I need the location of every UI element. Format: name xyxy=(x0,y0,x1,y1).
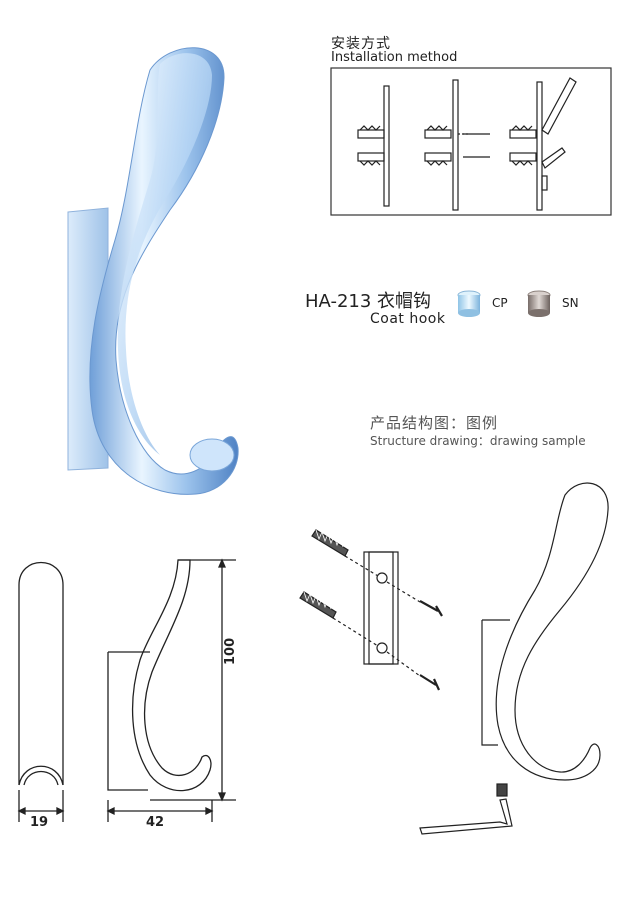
finish-swatches xyxy=(457,290,551,317)
hook-outline-drawing xyxy=(495,482,609,781)
screw-hole-bottom xyxy=(376,642,388,654)
allen-key xyxy=(419,798,513,835)
profile-drawing xyxy=(106,558,236,822)
install-step-3 xyxy=(509,77,577,211)
install-step-2 xyxy=(424,79,490,211)
model-code: HA-213 衣帽钩 xyxy=(305,291,432,312)
profile-plate xyxy=(107,651,150,791)
screw-hole-top xyxy=(376,572,388,584)
install-step-1 xyxy=(357,85,390,207)
exploded-drawing xyxy=(299,482,609,835)
product-photo xyxy=(67,47,239,495)
structure-title-en: Structure drawing：drawing sample xyxy=(370,434,586,448)
dimension-width-label: 19 xyxy=(30,815,49,830)
installation-title-cn: 安装方式 xyxy=(331,36,391,52)
installation-diagram xyxy=(330,67,612,216)
set-screw xyxy=(496,783,508,797)
swatch-cp xyxy=(457,290,481,317)
side-view-outline xyxy=(18,562,64,785)
hook-highlight xyxy=(117,53,212,455)
structure-title-cn: 产品结构图：图例 xyxy=(370,414,499,432)
hook-tip xyxy=(189,438,235,472)
screw-top xyxy=(419,600,443,617)
side-view-bottom xyxy=(18,765,64,786)
finish-label-cp: CP xyxy=(492,296,508,310)
dimension-height-label: 100 xyxy=(223,637,238,665)
installation-title-en: Installation method xyxy=(331,50,458,65)
wall-anchor-bottom xyxy=(299,591,337,619)
wall-anchor-top xyxy=(311,529,349,557)
swatch-sn xyxy=(527,290,551,317)
product-name-en: Coat hook xyxy=(370,311,446,327)
dimension-depth-label: 42 xyxy=(146,815,165,830)
hook-plate-drawing xyxy=(481,619,510,746)
screw-bottom xyxy=(419,674,441,691)
installation-frame xyxy=(330,67,612,216)
profile-hook xyxy=(131,559,212,792)
finish-label-sn: SN xyxy=(562,296,579,310)
side-view-drawing xyxy=(17,562,65,822)
